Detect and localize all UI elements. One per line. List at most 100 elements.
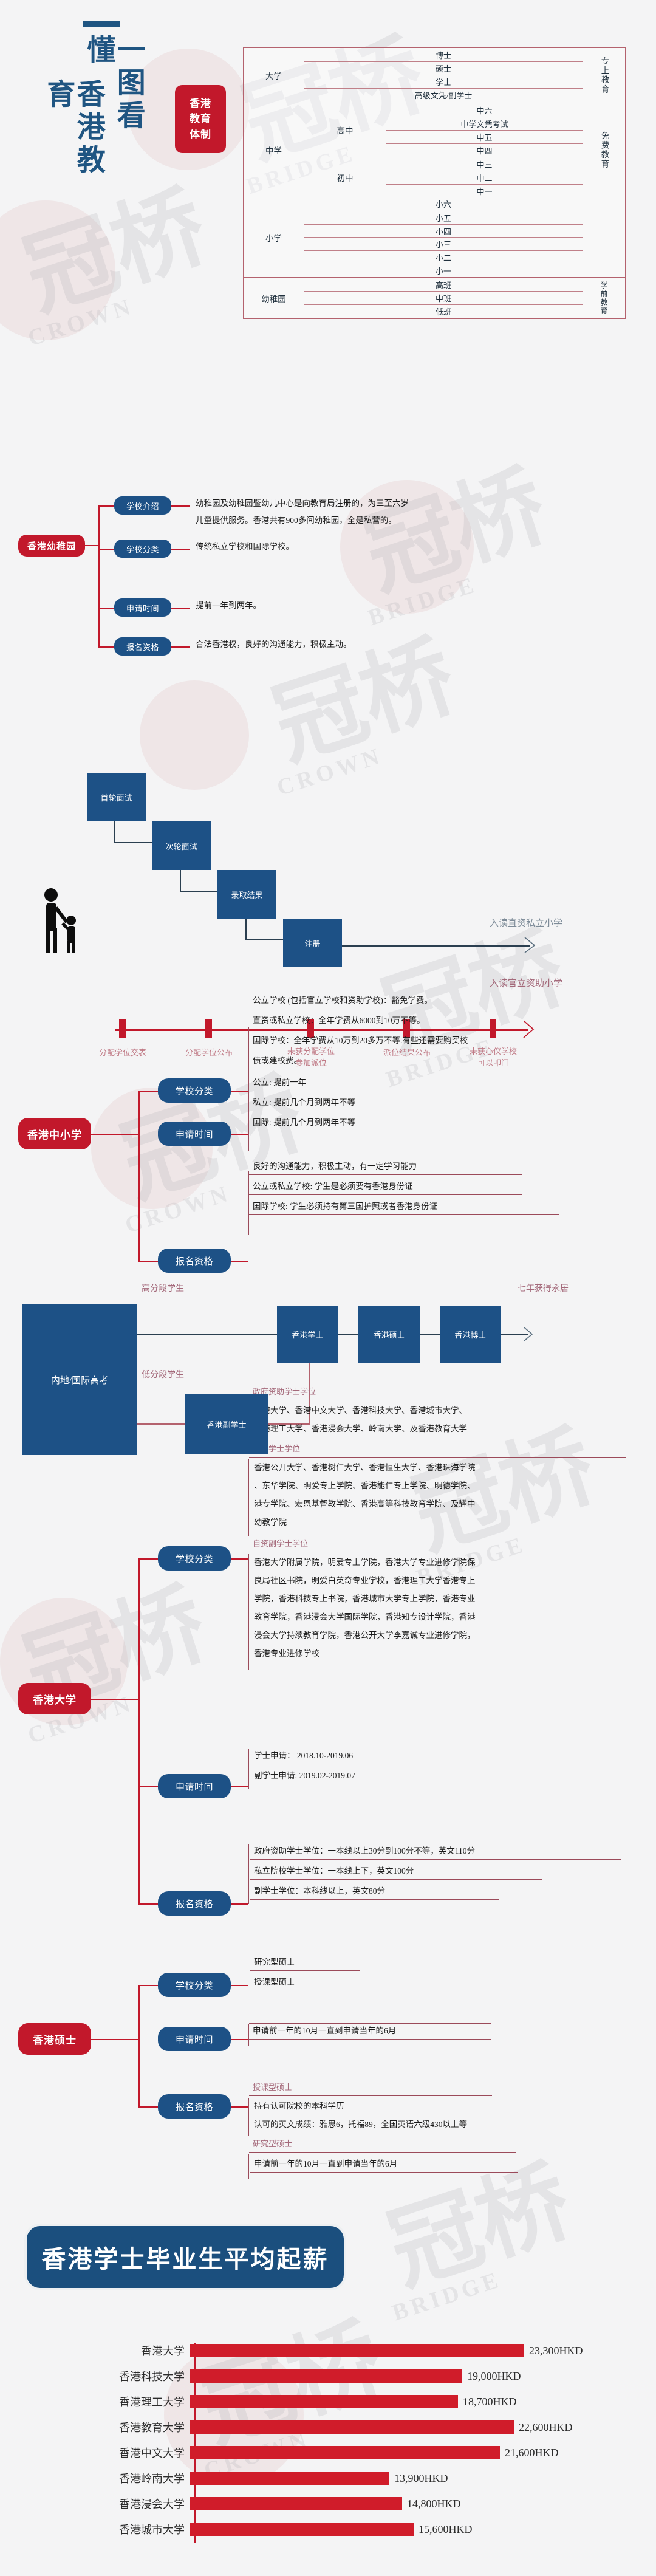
- gaokao-outcome: 七年获得永居: [518, 1284, 569, 1293]
- table-category-cell: 免费教育: [583, 103, 625, 197]
- connector: [138, 1985, 158, 1986]
- chart-value-label: 19,000HKD: [467, 2369, 521, 2382]
- watermark-circle: [91, 1088, 213, 1209]
- kindergarten-item-label[interactable]: 申请时间: [114, 598, 171, 617]
- table-row: 幼稚园 高班 中班 低班 学前教育: [244, 277, 625, 318]
- timeline-label: 派位结果公布: [362, 1046, 452, 1058]
- flow-outcome-bottom: 入读官立资助小学: [490, 979, 563, 988]
- table-levels: 中三 中二 中一: [386, 157, 583, 197]
- chart-value-label: 13,900HKD: [394, 2472, 448, 2484]
- connector: [231, 1903, 248, 1905]
- education-system-table: 大学 博士 硕士 学士 高级文凭/副学士 专上教育 中学 高中 中六 中学文凭考…: [243, 47, 626, 319]
- timeline-label-line1: 分配学位公布: [185, 1048, 233, 1057]
- connector: [231, 2106, 248, 2108]
- chart-bar: [190, 2344, 524, 2357]
- university-classification-label[interactable]: 学校分类: [158, 1546, 231, 1571]
- master-apply-label[interactable]: 申请时间: [158, 2027, 231, 2051]
- connector: [338, 1334, 358, 1335]
- connector: [98, 608, 114, 609]
- arrow-icon: [524, 937, 536, 953]
- university-group-line: 香港理工大学、香港浸会大学、岭南大学、及香港教育大学: [254, 1424, 467, 1433]
- connector: [114, 842, 152, 843]
- flow-step[interactable]: 首轮面试: [87, 773, 146, 821]
- school-item-label[interactable]: 学校分类: [158, 1078, 231, 1103]
- table-level-cell: 中班: [304, 291, 583, 304]
- connector: [138, 2106, 158, 2108]
- gaokao-box[interactable]: 香港硕士: [358, 1306, 420, 1363]
- group-left-bar: [248, 1088, 249, 1151]
- university-group-line: 浸会大学持续教育学院，香港公开大学李嘉诚专业进修学院，: [254, 1631, 476, 1640]
- master-qualify-group-title: 研究型硕士: [249, 2137, 516, 2153]
- university-apply-label[interactable]: 申请时间: [158, 1774, 231, 1798]
- kindergarten-item-label[interactable]: 报名资格: [114, 637, 171, 656]
- section-heading-kindergarten: 香港幼稚园: [18, 535, 85, 557]
- school-item-text: 直资或私立学校：全年学费从6000到10万不等。: [249, 1013, 522, 1029]
- chart-category-label: 香港教育大学: [119, 2422, 185, 2434]
- school-item-text: 国际: 提前几个月到两年不等: [249, 1115, 437, 1131]
- connector: [98, 505, 114, 507]
- school-item-text: 公立或私立学校: 学生是必须要有香港身份证: [249, 1179, 522, 1195]
- flow-step[interactable]: 次轮面试: [152, 821, 211, 870]
- table-level-cell: 博士: [435, 50, 451, 60]
- group-left-bar: [248, 1749, 249, 1789]
- connector: [501, 1334, 528, 1335]
- table-level-cell: 中三: [476, 160, 493, 170]
- university-group-line: 、东华学院、明爱专上学院、香港能仁专上学院、明德学院、: [254, 1481, 476, 1490]
- university-group-line: 香港大学、香港中文大学、香港科技大学、香港城市大学、: [254, 1406, 467, 1415]
- master-qualify-line: 申请前一年的10月一直到申请当年的6月: [250, 2157, 518, 2173]
- school-item-label[interactable]: 申请时间: [158, 1122, 231, 1146]
- gaokao-assoc-box[interactable]: 香港副学士: [185, 1394, 268, 1454]
- gaokao-box[interactable]: 香港学士: [277, 1306, 338, 1363]
- connector: [245, 919, 247, 940]
- watermark-circle: [140, 680, 249, 790]
- university-qualify-line: 副学士学位：本科线以上，英文80分: [250, 1884, 499, 1900]
- connector: [245, 939, 283, 940]
- watermark-mid1: 冠桥 CROWN: [13, 176, 218, 352]
- connector: [231, 1985, 248, 1986]
- arrow-icon: [523, 1020, 535, 1038]
- group-left-bar: [248, 1844, 249, 1904]
- watermark-circle: [0, 200, 115, 340]
- flow-step[interactable]: 录取结果: [217, 870, 276, 919]
- connector: [231, 1261, 248, 1262]
- title-line-1: 一图看懂: [82, 35, 144, 133]
- university-group-line: 幼教学院: [254, 1518, 287, 1527]
- watermark-latin: CROWN: [24, 293, 137, 352]
- chart-bar: [190, 2420, 514, 2434]
- master-apply-line: 申请前一年的10月一直到申请当年的6月: [249, 2023, 491, 2040]
- chart-category-label: 香港岭南大学: [119, 2473, 185, 2485]
- connector: [180, 891, 217, 892]
- chart-bar: [190, 2395, 458, 2408]
- connector: [171, 549, 190, 550]
- table-category-cell: 专上教育: [583, 48, 625, 103]
- master-classification-label[interactable]: 学校分类: [158, 1973, 231, 1997]
- flow-step[interactable]: 注册: [283, 919, 342, 967]
- university-group-title: 政府资助学士学位: [249, 1385, 626, 1400]
- school-item-text: 债或建校费。: [249, 1053, 346, 1069]
- table-stream-cell: 高中: [304, 103, 386, 157]
- group-left-bar: [248, 1027, 249, 1106]
- table-levels: 小六 小五 小四 小三 小二 小一: [304, 197, 583, 277]
- connector: [91, 1699, 140, 1700]
- university-qualify-label[interactable]: 报名资格: [158, 1891, 231, 1916]
- chart-bar-row: 香港浸会大学 14,800HKD: [0, 2492, 461, 2515]
- kindergarten-item-label[interactable]: 学校分类: [114, 540, 171, 558]
- chart-bar: [190, 2497, 402, 2510]
- timeline-axis: [115, 1029, 528, 1031]
- table-level-cell: 中学文凭考试: [386, 117, 583, 130]
- kindergarten-item-label[interactable]: 学校介绍: [114, 496, 171, 515]
- school-item-text: 国际学校: 学生必须持有第三国护照或者香港身份证: [249, 1199, 559, 1215]
- chart-value-label: 14,800HKD: [407, 2497, 461, 2510]
- flow-outcome-top: 入读直资私立小学: [490, 919, 563, 928]
- university-group-line: 学院，香港科技专上书院，香港城市大学专上学院，香港专业: [254, 1594, 476, 1603]
- title-badge-line-1: 香港: [190, 97, 211, 109]
- timeline-label: 未获心仪学校 可以叩门: [448, 1046, 538, 1069]
- school-item-label[interactable]: 报名资格: [158, 1249, 231, 1273]
- university-group-line: 香港公开大学、香港树仁大学、香港恒生大学、香港珠海学院: [254, 1463, 476, 1472]
- school-item-text: 良好的沟通能力，积极主动，有一定学习能力: [249, 1159, 522, 1175]
- master-qualify-label[interactable]: 报名资格: [158, 2094, 231, 2119]
- timeline-label-line1: 分配学位交表: [98, 1048, 146, 1057]
- gaokao-box[interactable]: 香港博士: [440, 1306, 501, 1363]
- connector: [91, 2039, 140, 2040]
